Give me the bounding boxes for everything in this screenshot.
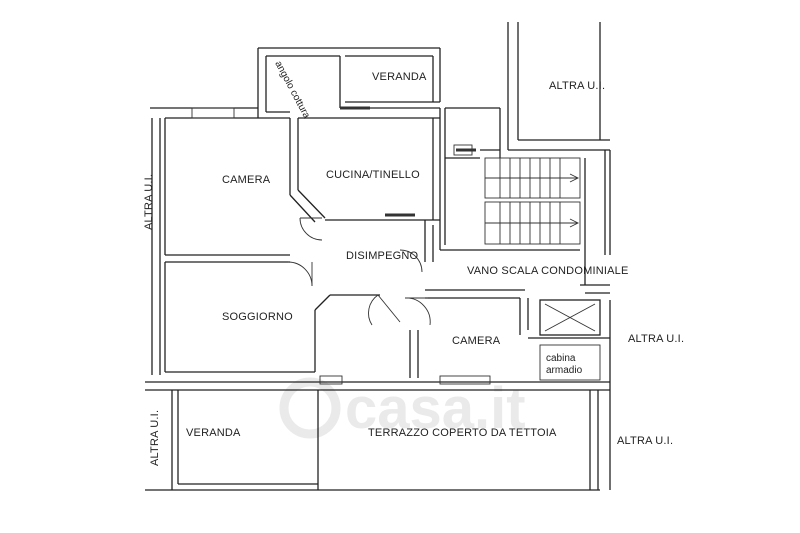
neighbor-label-top-right: ALTRA U.I. [549, 80, 605, 92]
neighbor-label-bottom-left: ALTRA U.I. [149, 410, 161, 466]
room-label-veranda-top: VERANDA [372, 71, 427, 83]
room-label-camera: CAMERA [222, 174, 271, 186]
room-label-vano-scala: VANO SCALA CONDOMINIALE [467, 265, 629, 277]
watermark: casa.it [279, 376, 526, 441]
room-label-veranda-bottom: VERANDA [186, 427, 241, 439]
room-label-disimpegno: DISIMPEGNO [346, 250, 419, 262]
room-label-camera-2: CAMERA [452, 335, 501, 347]
building-walls [145, 22, 611, 491]
neighbor-label-bottom-right: ALTRA U.I. [617, 435, 673, 447]
watermark-text: casa.it [345, 376, 526, 441]
neighbor-label-left: ALTRA U.I. [143, 174, 155, 230]
room-label-cabina: cabina [546, 353, 576, 364]
neighbor-label-right-mid: ALTRA U.I. [628, 333, 684, 345]
room-label-terrazzo: TERRAZZO COPERTO DA TETTOIA [368, 427, 557, 439]
doors [287, 106, 476, 326]
room-label-cucina: CUCINA/TINELLO [326, 169, 420, 181]
room-label-armadio: armadio [546, 365, 583, 376]
room-label-soggiorno: SOGGIORNO [222, 311, 293, 323]
